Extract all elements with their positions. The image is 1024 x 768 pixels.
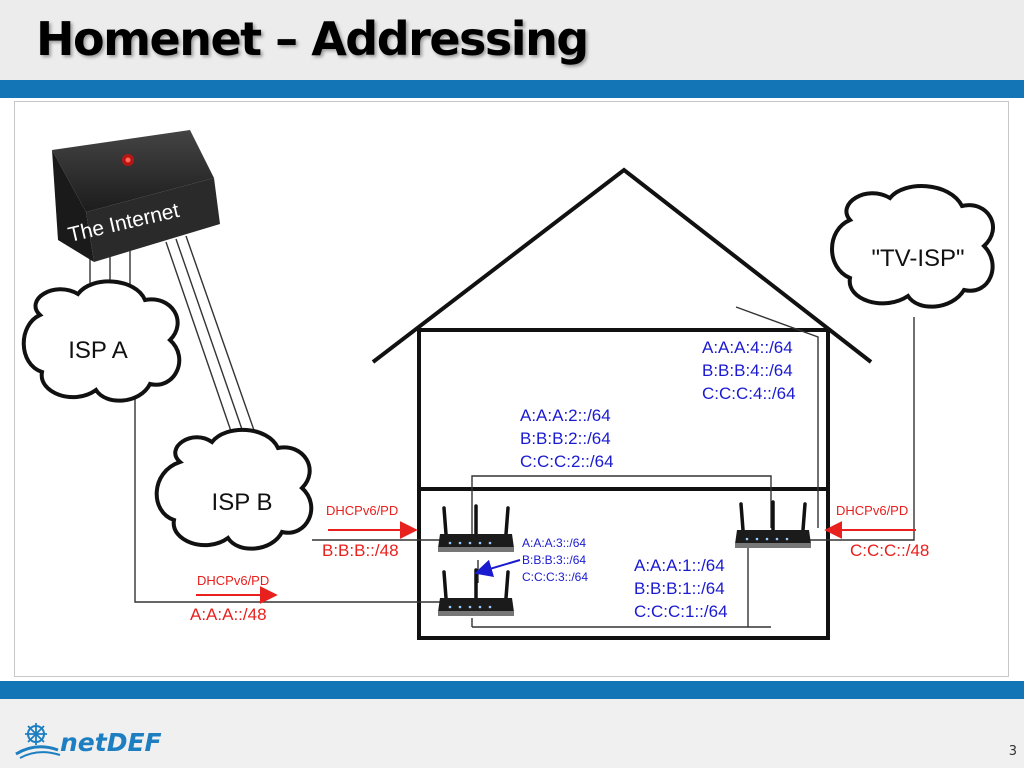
isp-a-prefix: A:A:A::/48 <box>190 605 267 624</box>
top-accent-bar <box>0 80 1024 98</box>
footer-band <box>0 699 1024 768</box>
cloud-isp-a: ISP A <box>21 279 182 403</box>
subnets-ground: A:A:A:1::/64 B:B:B:1::/64 C:C:C:1::/64 <box>634 556 728 621</box>
page-number: 3 <box>1008 744 1017 759</box>
house-walls <box>417 328 830 640</box>
cloud-isp-a-label: ISP A <box>68 337 128 364</box>
clouds: ISP A ISP B "TV-ISP" <box>21 184 995 551</box>
cloud-icon <box>830 184 995 309</box>
bottom-accent-bar <box>0 681 1024 699</box>
cloud-icon <box>154 428 314 551</box>
title-band <box>0 0 1024 80</box>
cloud-tv-isp: "TV-ISP" <box>830 184 995 309</box>
isp-b-protocol: DHCPv6/PD <box>326 503 398 518</box>
cloud-isp-b-label: ISP B <box>212 489 273 516</box>
tv-isp-protocol: DHCPv6/PD <box>836 503 908 518</box>
subnet-label: B:B:B:3::/64 <box>522 553 586 567</box>
subnet-label: B:B:B:4::/64 <box>702 361 793 380</box>
subnet-label: B:B:B:1::/64 <box>634 579 725 598</box>
isp-a-protocol: DHCPv6/PD <box>197 573 269 588</box>
arrow-internal-link <box>474 559 521 578</box>
subnet-labels: A:A:A:4::/64 B:B:B:4::/64 C:C:C:4::/64 A… <box>520 338 796 621</box>
subnet-label: A:A:A:1::/64 <box>634 556 725 575</box>
router-icon <box>733 500 813 550</box>
router-icon <box>436 568 516 618</box>
subnet-label: A:A:A:4::/64 <box>702 338 793 357</box>
router-icon <box>436 504 516 554</box>
subnet-label: C:C:C:4::/64 <box>702 384 796 403</box>
subnets-middle: A:A:A:2::/64 B:B:B:2::/64 C:C:C:2::/64 <box>520 406 614 471</box>
house-roof <box>371 167 873 364</box>
subnet-label: C:C:C:1::/64 <box>634 602 728 621</box>
dhcp-arrows <box>196 521 916 604</box>
isp-b-prefix: B:B:B::/48 <box>322 541 399 560</box>
internet-box: The Internet <box>52 130 220 262</box>
delegation-labels: DHCPv6/PD B:B:B::/48 DHCPv6/PD A:A:A::/4… <box>190 503 929 624</box>
netdef-logo-text: netDEF <box>60 728 162 757</box>
tv-isp-prefix: C:C:C::/48 <box>850 541 929 560</box>
cloud-icon <box>21 279 182 403</box>
network-links <box>89 235 915 628</box>
subnets-internal-link: A:A:A:3::/64 B:B:B:3::/64 C:C:C:3::/64 <box>522 536 588 584</box>
house <box>371 167 873 640</box>
subnet-label: B:B:B:2::/64 <box>520 429 611 448</box>
subnet-label: C:C:C:2::/64 <box>520 452 614 471</box>
subnets-upstairs: A:A:A:4::/64 B:B:B:4::/64 C:C:C:4::/64 <box>702 338 796 403</box>
netdef-logo: netDEF <box>15 723 162 759</box>
slide-title: Homenet – Addressing <box>36 12 589 66</box>
cloud-isp-b: ISP B <box>154 428 314 551</box>
routers <box>436 500 813 618</box>
netdef-logo-mark <box>15 723 61 759</box>
cloud-tv-isp-label: "TV-ISP" <box>871 245 964 272</box>
subnet-label: C:C:C:3::/64 <box>522 570 588 584</box>
subnet-label: A:A:A:2::/64 <box>520 406 611 425</box>
subnet-label: A:A:A:3::/64 <box>522 536 586 550</box>
